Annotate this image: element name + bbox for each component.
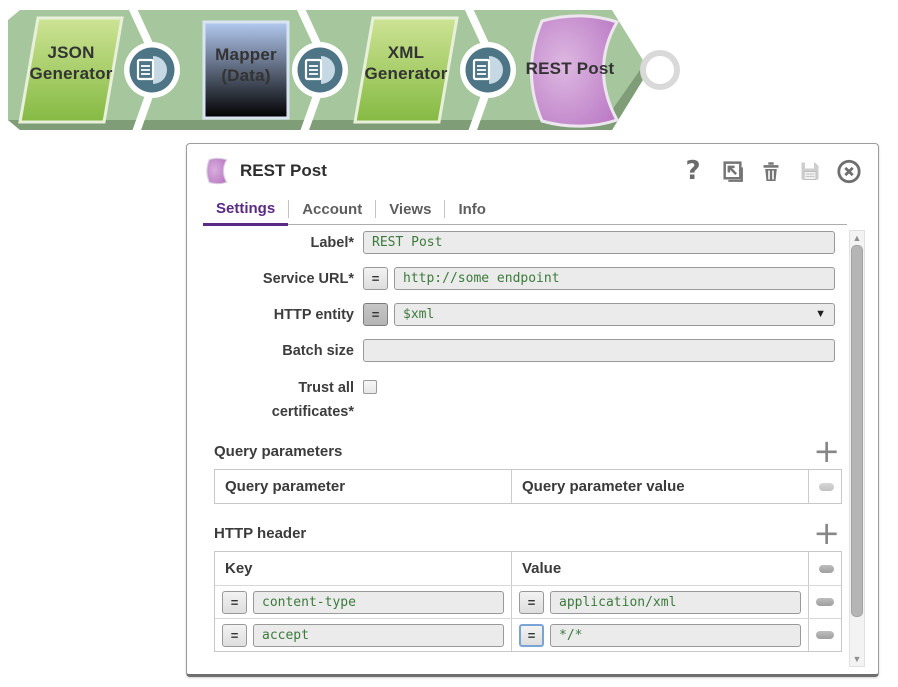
header-key-input[interactable] bbox=[253, 623, 504, 647]
query-parameter-column-header: Query parameter bbox=[215, 470, 512, 503]
remove-row-button[interactable] bbox=[816, 631, 834, 639]
query-parameters-table: Query parameter Query parameter value bbox=[214, 469, 842, 504]
remove-column bbox=[809, 470, 841, 503]
scrollbar-thumb[interactable] bbox=[851, 245, 863, 617]
header-key-input[interactable] bbox=[253, 590, 504, 614]
http-header-row-1: = = bbox=[215, 585, 841, 618]
document-icon bbox=[304, 58, 323, 81]
query-parameter-value-column-header: Query parameter value bbox=[512, 470, 809, 503]
rest-post-mini-icon bbox=[206, 157, 228, 185]
snap-settings-dialog: REST Post ? bbox=[186, 143, 879, 677]
connector-3[interactable] bbox=[460, 42, 516, 98]
http-entity-row: HTTP entity = ▼ bbox=[203, 303, 878, 326]
label-input[interactable] bbox=[363, 231, 835, 254]
remove-row-button[interactable] bbox=[819, 482, 834, 491]
popout-icon bbox=[722, 160, 743, 182]
close-button[interactable] bbox=[836, 158, 862, 184]
label-field-label: Label* bbox=[310, 234, 354, 251]
http-header-heading: HTTP header bbox=[214, 524, 307, 542]
snap-json-generator[interactable] bbox=[18, 16, 124, 124]
value-column-header: Value bbox=[512, 552, 809, 585]
pipeline-canvas: JSON Generator Mapper (Data) XML Generat… bbox=[0, 0, 700, 140]
open-output-circle[interactable] bbox=[640, 50, 680, 90]
key-column-header: Key bbox=[215, 552, 512, 585]
http-entity-label: HTTP entity bbox=[273, 306, 354, 323]
add-http-header-button[interactable]: + bbox=[813, 514, 840, 552]
dialog-title: REST Post bbox=[240, 161, 327, 180]
tab-views[interactable]: Views bbox=[389, 201, 432, 218]
service-url-label: Service URL* bbox=[262, 270, 354, 287]
service-url-input[interactable] bbox=[394, 267, 835, 290]
snap-rest-post[interactable] bbox=[530, 14, 620, 128]
save-button[interactable] bbox=[797, 158, 823, 184]
query-parameters-section-header: Query parameters + bbox=[203, 432, 840, 470]
snap-label-mapper-data: Mapper (Data) bbox=[215, 45, 277, 85]
snap-label-xml-generator: XML Generator bbox=[364, 43, 448, 83]
snap-xml-generator[interactable] bbox=[353, 16, 459, 124]
tab-settings[interactable]: Settings bbox=[203, 196, 289, 226]
document-icon bbox=[472, 58, 491, 81]
trust-certificates-label: Trust all certificates* bbox=[271, 380, 354, 420]
http-header-header-row: Key Value bbox=[215, 552, 841, 585]
batch-size-label: Batch size bbox=[282, 342, 354, 359]
tab-account[interactable]: Account bbox=[302, 201, 363, 218]
http-header-table: Key Value = = bbox=[214, 551, 842, 652]
label-row: Label* bbox=[203, 231, 878, 254]
service-url-row: Service URL* = bbox=[203, 267, 878, 290]
dialog-toolbar: ? bbox=[680, 156, 862, 186]
key-expression-toggle[interactable]: = bbox=[222, 623, 247, 647]
header-value-input[interactable] bbox=[550, 623, 801, 647]
help-button[interactable]: ? bbox=[680, 156, 706, 186]
tab-separator bbox=[288, 200, 290, 218]
segment-separators bbox=[127, 1, 490, 139]
batch-size-row: Batch size bbox=[203, 339, 878, 362]
http-header-section-header: HTTP header + bbox=[203, 514, 840, 552]
header-value-input[interactable] bbox=[550, 590, 801, 614]
snap-mapper-data[interactable] bbox=[202, 20, 290, 120]
batch-size-input[interactable] bbox=[363, 339, 835, 362]
trust-certificates-row: Trust all certificates* bbox=[203, 376, 878, 424]
remove-row-button[interactable] bbox=[819, 564, 834, 573]
snap-label-rest-post: REST Post bbox=[525, 59, 615, 78]
query-parameters-header-row: Query parameter Query parameter value bbox=[215, 470, 841, 503]
scroll-up-arrow[interactable]: ▲ bbox=[852, 233, 862, 243]
trust-certificates-checkbox[interactable] bbox=[363, 380, 377, 394]
http-entity-expression-toggle[interactable]: = bbox=[363, 303, 388, 326]
save-icon bbox=[801, 162, 819, 180]
connector-1[interactable] bbox=[124, 42, 180, 98]
delete-button[interactable] bbox=[758, 158, 784, 184]
remove-row-button[interactable] bbox=[816, 598, 834, 606]
scroll-down-arrow[interactable]: ▼ bbox=[852, 654, 862, 664]
http-header-row-2: = = bbox=[215, 618, 841, 651]
snap-label-json-generator: JSON Generator bbox=[29, 43, 113, 83]
key-expression-toggle[interactable]: = bbox=[222, 590, 247, 614]
connector-2[interactable] bbox=[292, 42, 348, 98]
trash-icon bbox=[763, 161, 779, 181]
document-icon bbox=[136, 58, 155, 81]
dialog-header: REST Post ? bbox=[187, 144, 878, 186]
service-url-expression-toggle[interactable]: = bbox=[363, 267, 388, 290]
dialog-tabs: Settings Account Views Info bbox=[203, 195, 847, 226]
popout-button[interactable] bbox=[719, 158, 745, 184]
remove-column bbox=[809, 552, 841, 585]
pipeline-svg bbox=[8, 1, 680, 139]
value-expression-toggle[interactable]: = bbox=[519, 590, 544, 614]
settings-panel: Label* Service URL* = HTTP entity = ▼ Ba… bbox=[187, 225, 878, 652]
query-parameters-heading: Query parameters bbox=[214, 442, 343, 460]
http-entity-input[interactable] bbox=[394, 303, 835, 326]
tab-info[interactable]: Info bbox=[458, 201, 486, 218]
tab-separator bbox=[444, 200, 446, 218]
help-icon: ? bbox=[685, 156, 701, 186]
close-icon bbox=[837, 159, 861, 183]
dialog-scrollbar[interactable]: ▲ ▼ bbox=[849, 230, 865, 667]
tab-separator bbox=[375, 200, 377, 218]
add-query-parameter-button[interactable]: + bbox=[813, 432, 840, 470]
value-expression-toggle[interactable]: = bbox=[519, 623, 544, 647]
